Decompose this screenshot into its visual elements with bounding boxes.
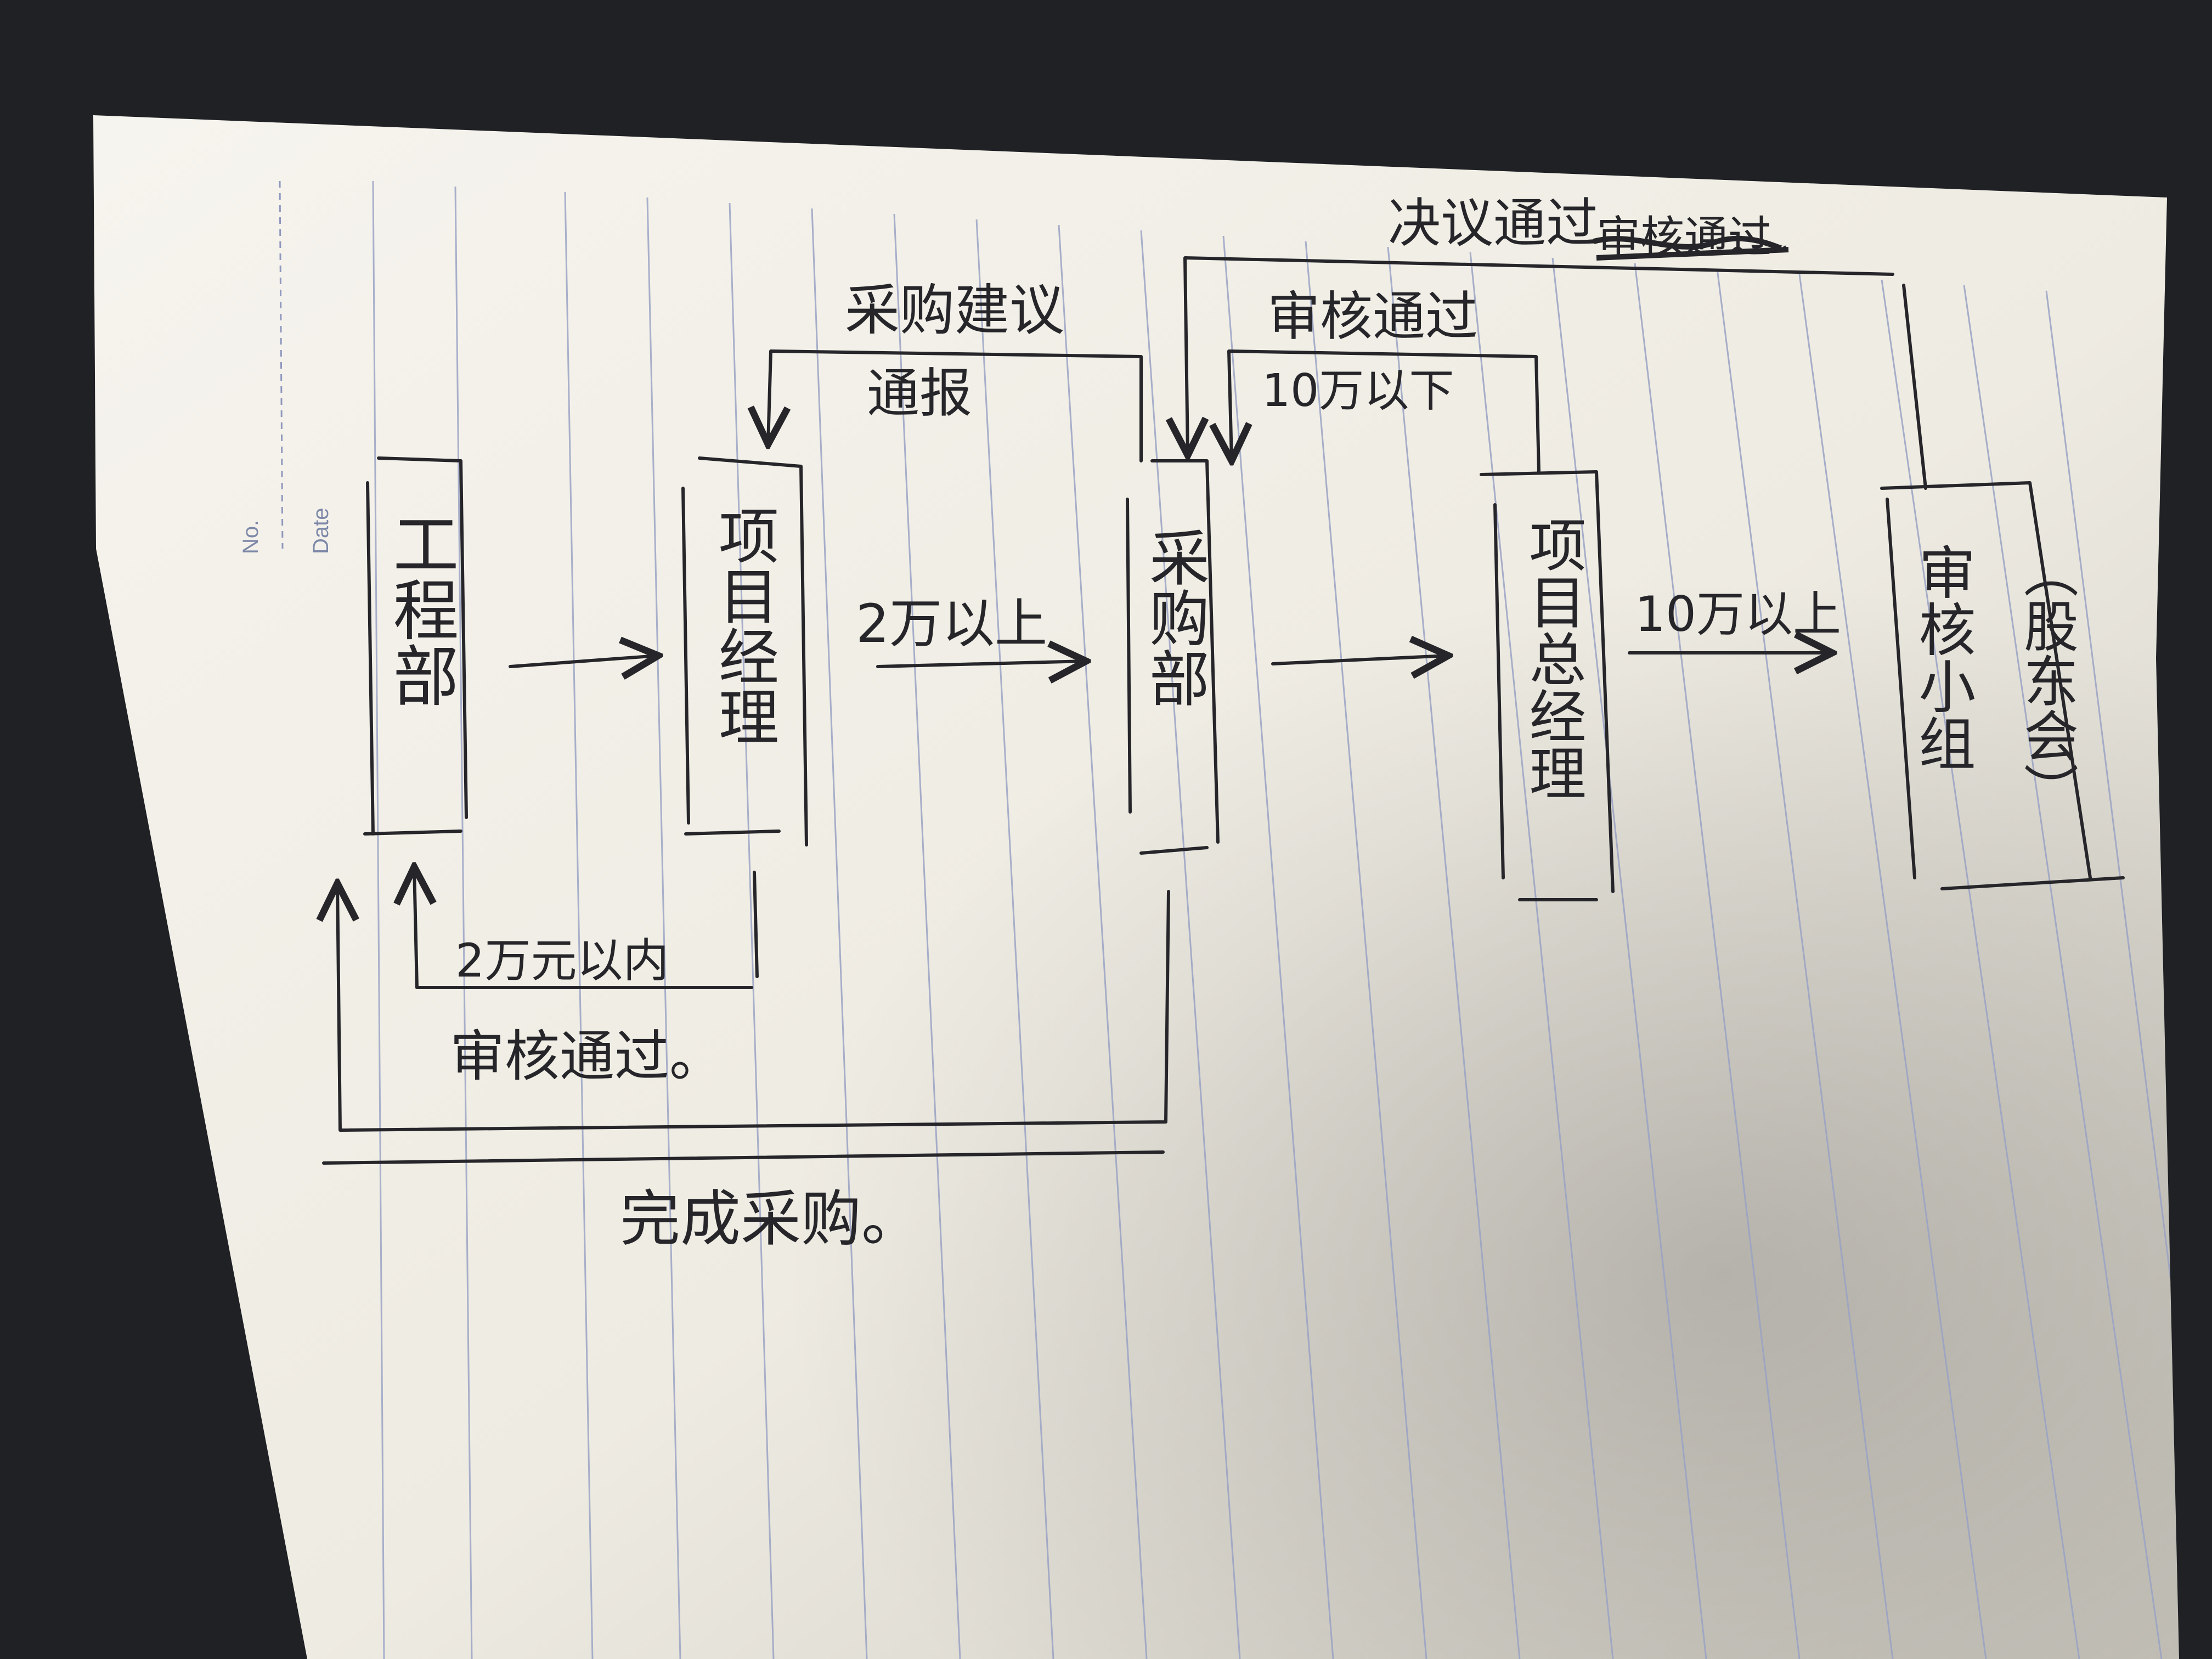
engineering-label: 工程部	[382, 510, 458, 708]
project-manager-label: 项目经理	[708, 505, 778, 746]
no-label: No.	[239, 520, 263, 554]
purchasing-label: 采购部	[1139, 527, 1209, 708]
within-20k-loop	[414, 867, 759, 989]
over-20k-label: 2万以上	[856, 593, 1047, 654]
review-group-box	[1880, 481, 2125, 890]
review-passed-loop	[1229, 349, 1541, 473]
no-dashed-line	[279, 180, 284, 549]
paper-sheet	[93, 115, 2179, 1659]
general-manager-label: 项目总经理	[1519, 516, 1586, 801]
flow-diagram	[322, 256, 2125, 1165]
review-group-label: 审核小组	[1909, 543, 1976, 771]
arrow-purchasing-to-gm	[1271, 656, 1448, 664]
within-20k-label: 2万元以内	[455, 934, 669, 988]
general-manager-box	[1480, 470, 1615, 901]
purchase-suggestion-label: 采购建议	[845, 278, 1064, 342]
date-label: Date	[309, 508, 333, 555]
under-100k-label: 10万以下	[1262, 365, 1454, 417]
review-passed-top-label: 审核通过	[1267, 286, 1478, 347]
review-group-note: （股东会）	[2015, 543, 2079, 817]
over-100k-label: 10万以上	[1635, 586, 1841, 642]
node-labels: 工程部 项目经理 采购部 项目总经理 审核小组 （股东会）	[382, 505, 2079, 817]
completion-loop	[337, 883, 1170, 1132]
arrow-pm-to-purchasing	[876, 661, 1086, 667]
complete-purchase-label: 完成采购。	[620, 1184, 922, 1254]
project-manager-box	[681, 456, 808, 847]
report-back-label: 通报	[867, 363, 972, 424]
paper-header-fields: No. Date	[239, 180, 333, 555]
arrow-engineering-to-pm	[509, 656, 658, 667]
resolution-passed-loop	[1185, 256, 1927, 488]
crossed-out-text: 审核通过	[1593, 212, 1789, 263]
completion-baseline	[322, 1150, 1165, 1165]
resolution-passed-label: 决议通过	[1388, 193, 1599, 254]
review-passed-bottom-label: 审核通过。	[450, 1024, 724, 1088]
edge-labels: 2万以上 10万以上 10万以下 采购建议 通报 审核通过 决议通过 审核通过 …	[450, 193, 1841, 1254]
